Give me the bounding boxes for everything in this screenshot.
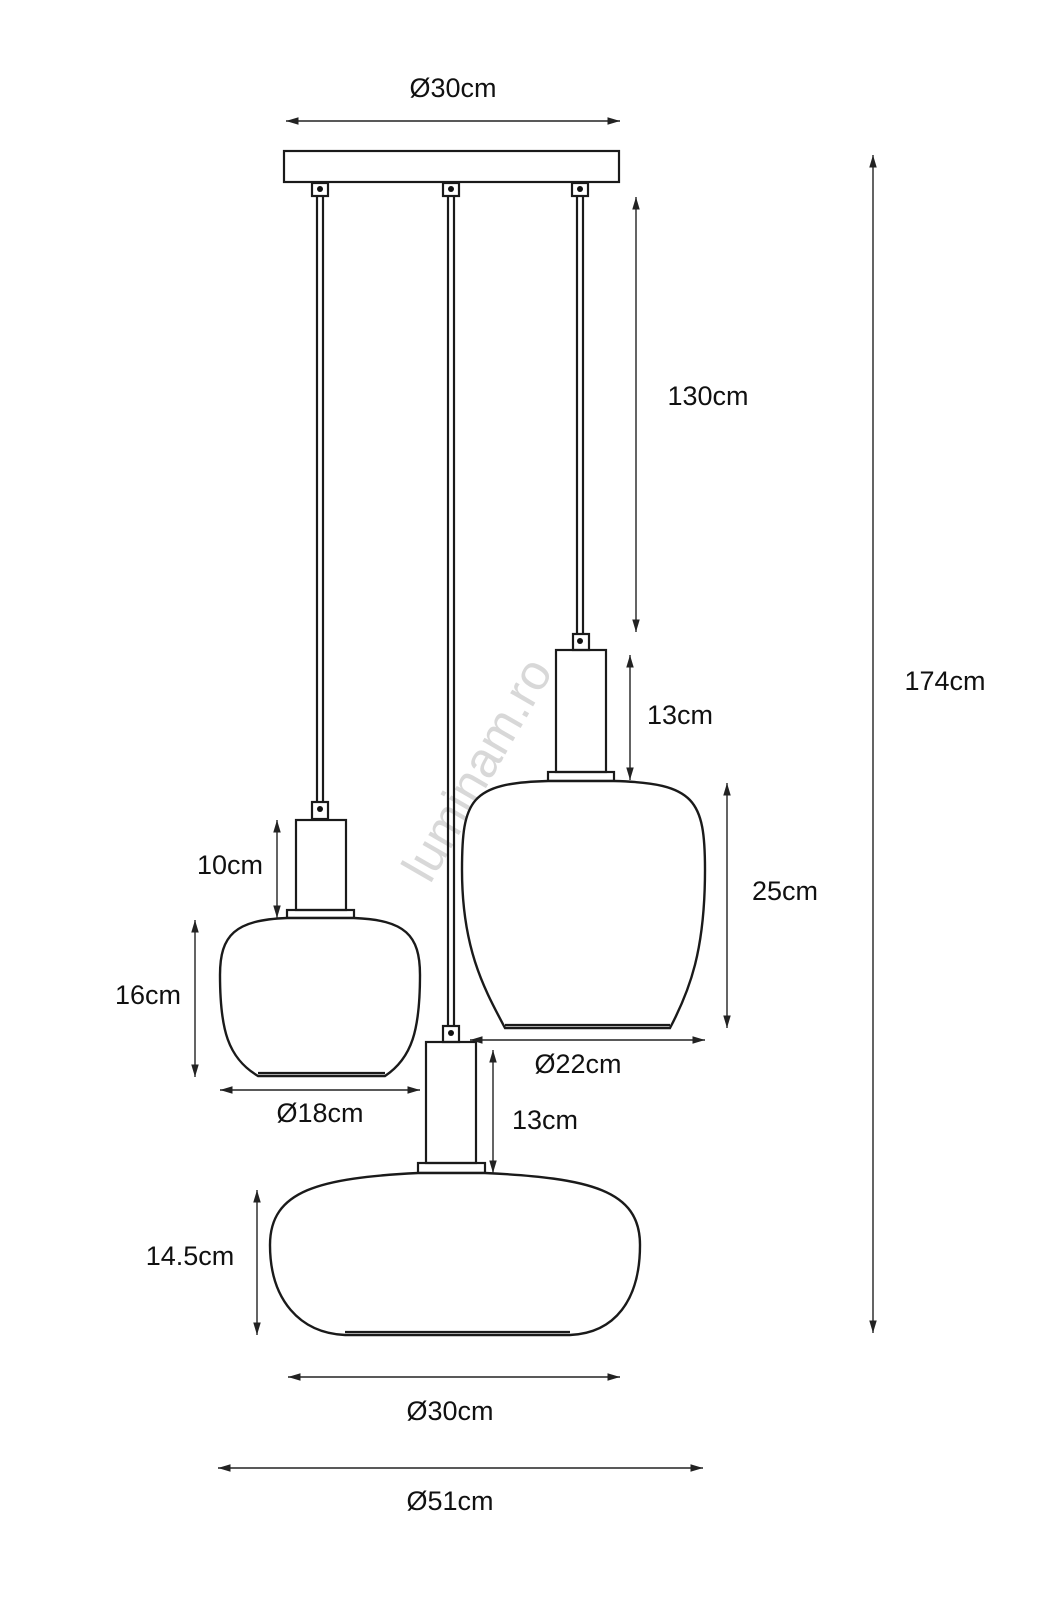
right-shade-diameter-label: Ø22cm	[534, 1049, 621, 1079]
bottom-pendant	[268, 1024, 642, 1337]
total-height-label: 174cm	[904, 666, 985, 696]
left-pendant	[218, 800, 422, 1078]
bottom-socket-height-label: 13cm	[512, 1105, 578, 1135]
overall-diameter-label: Ø51cm	[406, 1486, 493, 1516]
bottom-shade-diameter-label: Ø30cm	[406, 1396, 493, 1426]
canopy	[282, 149, 621, 198]
dimension-lines	[191, 117, 877, 1472]
left-shade-diameter-label: Ø18cm	[276, 1098, 363, 1128]
cable-length-label: 130cm	[667, 381, 748, 411]
right-shade-height-label: 25cm	[752, 876, 818, 906]
cables	[315, 196, 585, 1026]
canopy-diameter-label: Ø30cm	[409, 73, 496, 103]
bottom-shade-height-label: 14.5cm	[146, 1241, 235, 1271]
left-shade-height-label: 16cm	[115, 980, 181, 1010]
right-pendant	[460, 632, 707, 1030]
left-socket-height-label: 10cm	[197, 850, 263, 880]
right-socket-height-label: 13cm	[647, 700, 713, 730]
